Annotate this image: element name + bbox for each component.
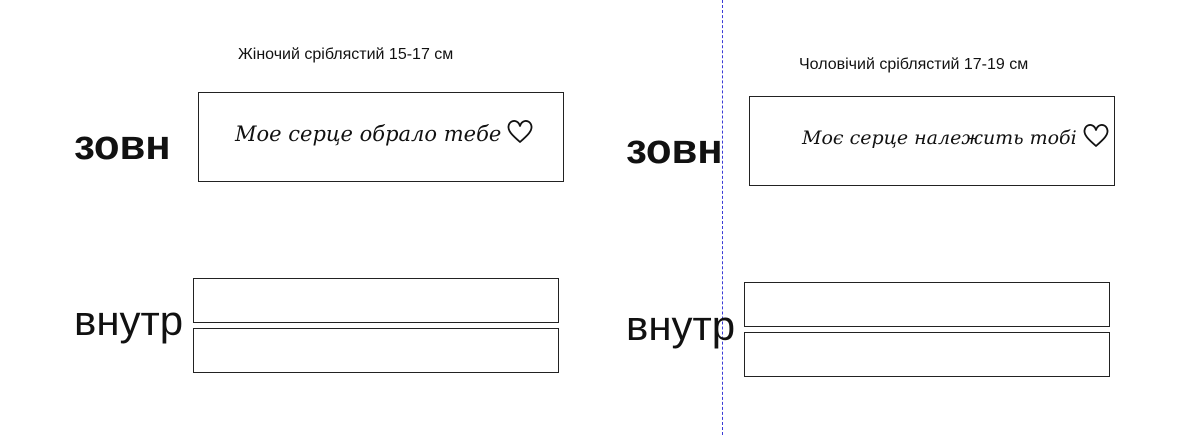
right-outer-engraving-box	[749, 96, 1115, 186]
right-inner-label: внутр	[626, 302, 736, 349]
heart-outline-icon	[507, 119, 533, 150]
left-inner-box-2	[193, 328, 559, 373]
guide-line	[722, 0, 723, 435]
left-outer-label: зовн	[74, 121, 171, 168]
heart-outline-icon	[1083, 123, 1109, 154]
right-inner-box-1	[744, 282, 1110, 327]
right-panel-title: Чоловічий сріблястий 17-19 см	[799, 56, 1029, 73]
left-inner-box-1	[193, 278, 559, 323]
left-engraving-text: Мое серце обрало тебе	[235, 122, 502, 146]
left-engraving: Мое серце обрало тебе	[235, 116, 533, 152]
right-inner-box-2	[744, 332, 1110, 377]
left-outer-engraving-box	[198, 92, 564, 182]
right-engraving-text: Моє серце належить тобі	[802, 127, 1077, 149]
right-outer-label: зовн	[626, 125, 723, 172]
left-inner-label: внутр	[74, 297, 184, 344]
left-panel-title: Жіночий сріблястий 15-17 см	[238, 46, 454, 63]
right-engraving: Моє серце належить тобі	[802, 120, 1109, 156]
